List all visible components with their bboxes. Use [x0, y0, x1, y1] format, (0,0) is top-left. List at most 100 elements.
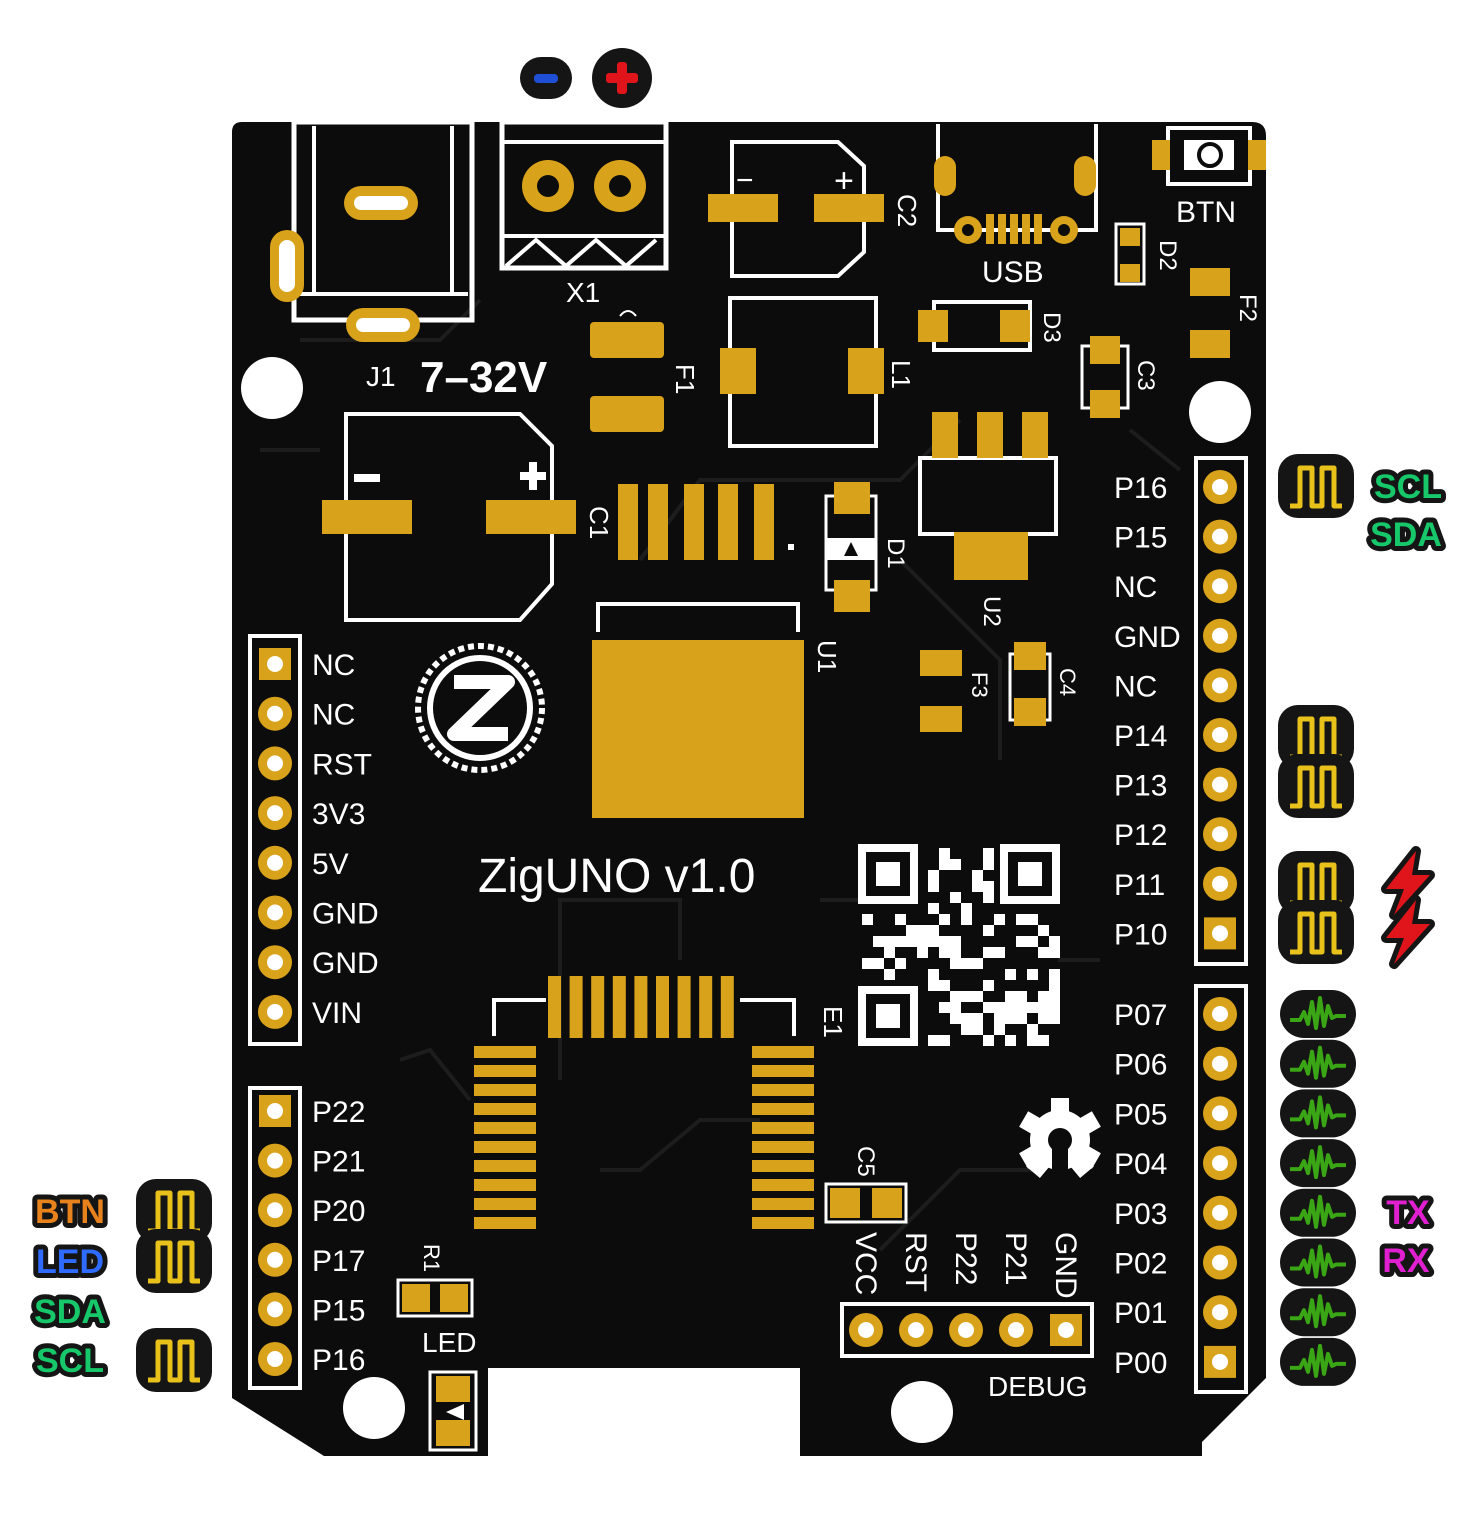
chip-u1: [592, 602, 804, 818]
usb-label: USB: [982, 256, 1044, 289]
header-pin: [1203, 866, 1237, 901]
board-name: ZigUNO v1.0: [478, 850, 755, 903]
debug-pin: [899, 1313, 933, 1347]
l1-label: L1: [886, 360, 916, 389]
header-pin: [258, 1342, 292, 1376]
led-label: LED: [422, 1327, 476, 1358]
mounting-hole: [241, 357, 303, 419]
left-power-header-outline: [248, 634, 302, 1046]
capacitor-c5: [824, 1182, 908, 1224]
pin-label: P03: [1114, 1198, 1167, 1231]
left-io-header-outline: [248, 1086, 302, 1390]
regulator-u2: [918, 412, 1058, 580]
pwm-square-wave-icon: [1278, 754, 1354, 818]
f2-label: F2: [1234, 294, 1261, 322]
pin-label: NC: [312, 699, 355, 732]
debug-pin: [1050, 1314, 1082, 1346]
c1-label: C1: [584, 506, 614, 539]
f3-label: F3: [967, 672, 992, 698]
mounting-hole: [343, 1377, 405, 1439]
svg-text:+: +: [834, 162, 854, 200]
pin-label: RST: [312, 748, 372, 781]
usb-connector: [934, 124, 1098, 244]
debug-header-outline: [840, 1302, 1094, 1358]
header-pin: [258, 1193, 292, 1228]
header-pin: [1203, 767, 1237, 802]
f1-label: F1: [670, 364, 700, 394]
pin-label: P07: [1114, 999, 1167, 1032]
barrel-jack-j1: [270, 119, 475, 342]
pin-label: NC: [1114, 571, 1157, 604]
header-pin: [258, 696, 292, 731]
header-pin: [1203, 1245, 1237, 1280]
pwm-square-wave-icon: [136, 1328, 212, 1392]
pin-label: NC: [1114, 670, 1157, 703]
analog-waveform-icon: [1278, 1236, 1358, 1289]
mounting-hole: [1189, 381, 1251, 443]
header-pin: [258, 895, 292, 930]
header-pin: [1203, 997, 1237, 1031]
pin-label: P10: [1114, 918, 1167, 951]
header-pin: [258, 1242, 292, 1277]
header-pin: [1203, 519, 1237, 554]
annotation-led: LED: [36, 1243, 104, 1281]
screw-terminal-x1: [499, 119, 669, 271]
pin-label: VIN: [312, 997, 362, 1030]
analog-waveform-icon: [1278, 1286, 1358, 1339]
pin-label: P12: [1114, 819, 1167, 852]
d1-label: D1: [882, 538, 909, 569]
debug-pin-label: RST: [899, 1232, 932, 1292]
header-pin: [258, 796, 292, 831]
pin-label: P20: [312, 1195, 365, 1228]
r1-label: R1: [419, 1244, 444, 1272]
c3-label: C3: [1132, 360, 1159, 391]
header-pin: [1203, 668, 1237, 703]
debug-pin-label: GND: [1049, 1232, 1082, 1299]
analog-waveform-icon: [1278, 1137, 1358, 1190]
analog-waveform-icon: [1278, 988, 1358, 1040]
pin-label: P02: [1114, 1248, 1167, 1281]
pin-label: P15: [312, 1294, 365, 1327]
pin-label: P16: [312, 1344, 365, 1377]
header-pin: [259, 648, 291, 680]
header-pin: [1203, 1096, 1237, 1131]
minus-polarity-icon: [520, 57, 572, 99]
header-pin: [1203, 1046, 1237, 1081]
c4-label: C4: [1055, 668, 1080, 696]
fuse-f1: [590, 310, 664, 432]
header-pin: [258, 845, 292, 880]
header-pin: [1204, 1345, 1236, 1378]
d2-label: D2: [1154, 240, 1181, 271]
qr-code-icon: [858, 844, 1060, 1046]
right-top-header-outline: [1194, 456, 1248, 966]
header-pin: [258, 746, 292, 781]
plus-polarity-icon: [592, 48, 652, 108]
debug-pin: [849, 1313, 883, 1347]
d3-label: D3: [1038, 312, 1065, 343]
pin-label: P11: [1114, 869, 1165, 902]
u2-label: U2: [978, 596, 1005, 627]
analog-waveform-icon: [1278, 1087, 1358, 1140]
pin-label: P13: [1114, 770, 1167, 803]
pin-label: GND: [312, 947, 379, 980]
pwm-square-wave-icon: [1278, 900, 1354, 964]
header-pin: [258, 994, 292, 1029]
e1-label: E1: [818, 1006, 848, 1038]
analog-waveform-icon: [1278, 1037, 1358, 1090]
pin-label: GND: [1114, 621, 1181, 654]
pin-label: P17: [312, 1245, 365, 1278]
pin-label: GND: [312, 898, 379, 931]
pad-array: [618, 484, 794, 560]
pin-label: P06: [1114, 1049, 1167, 1082]
fuse-f3: [920, 650, 962, 732]
voltage-label: 7–32V: [420, 353, 548, 402]
annotation-scl: SCL: [36, 1342, 104, 1380]
header-pin: [1203, 470, 1237, 504]
mounting-hole: [891, 1381, 953, 1443]
fuse-f2: [1190, 268, 1230, 358]
pin-label: P14: [1114, 720, 1167, 753]
inductor-l1: [720, 296, 884, 448]
debug-pin: [999, 1313, 1033, 1347]
header-pin: [1203, 1295, 1237, 1330]
right-bottom-header-outline: [1194, 984, 1248, 1394]
